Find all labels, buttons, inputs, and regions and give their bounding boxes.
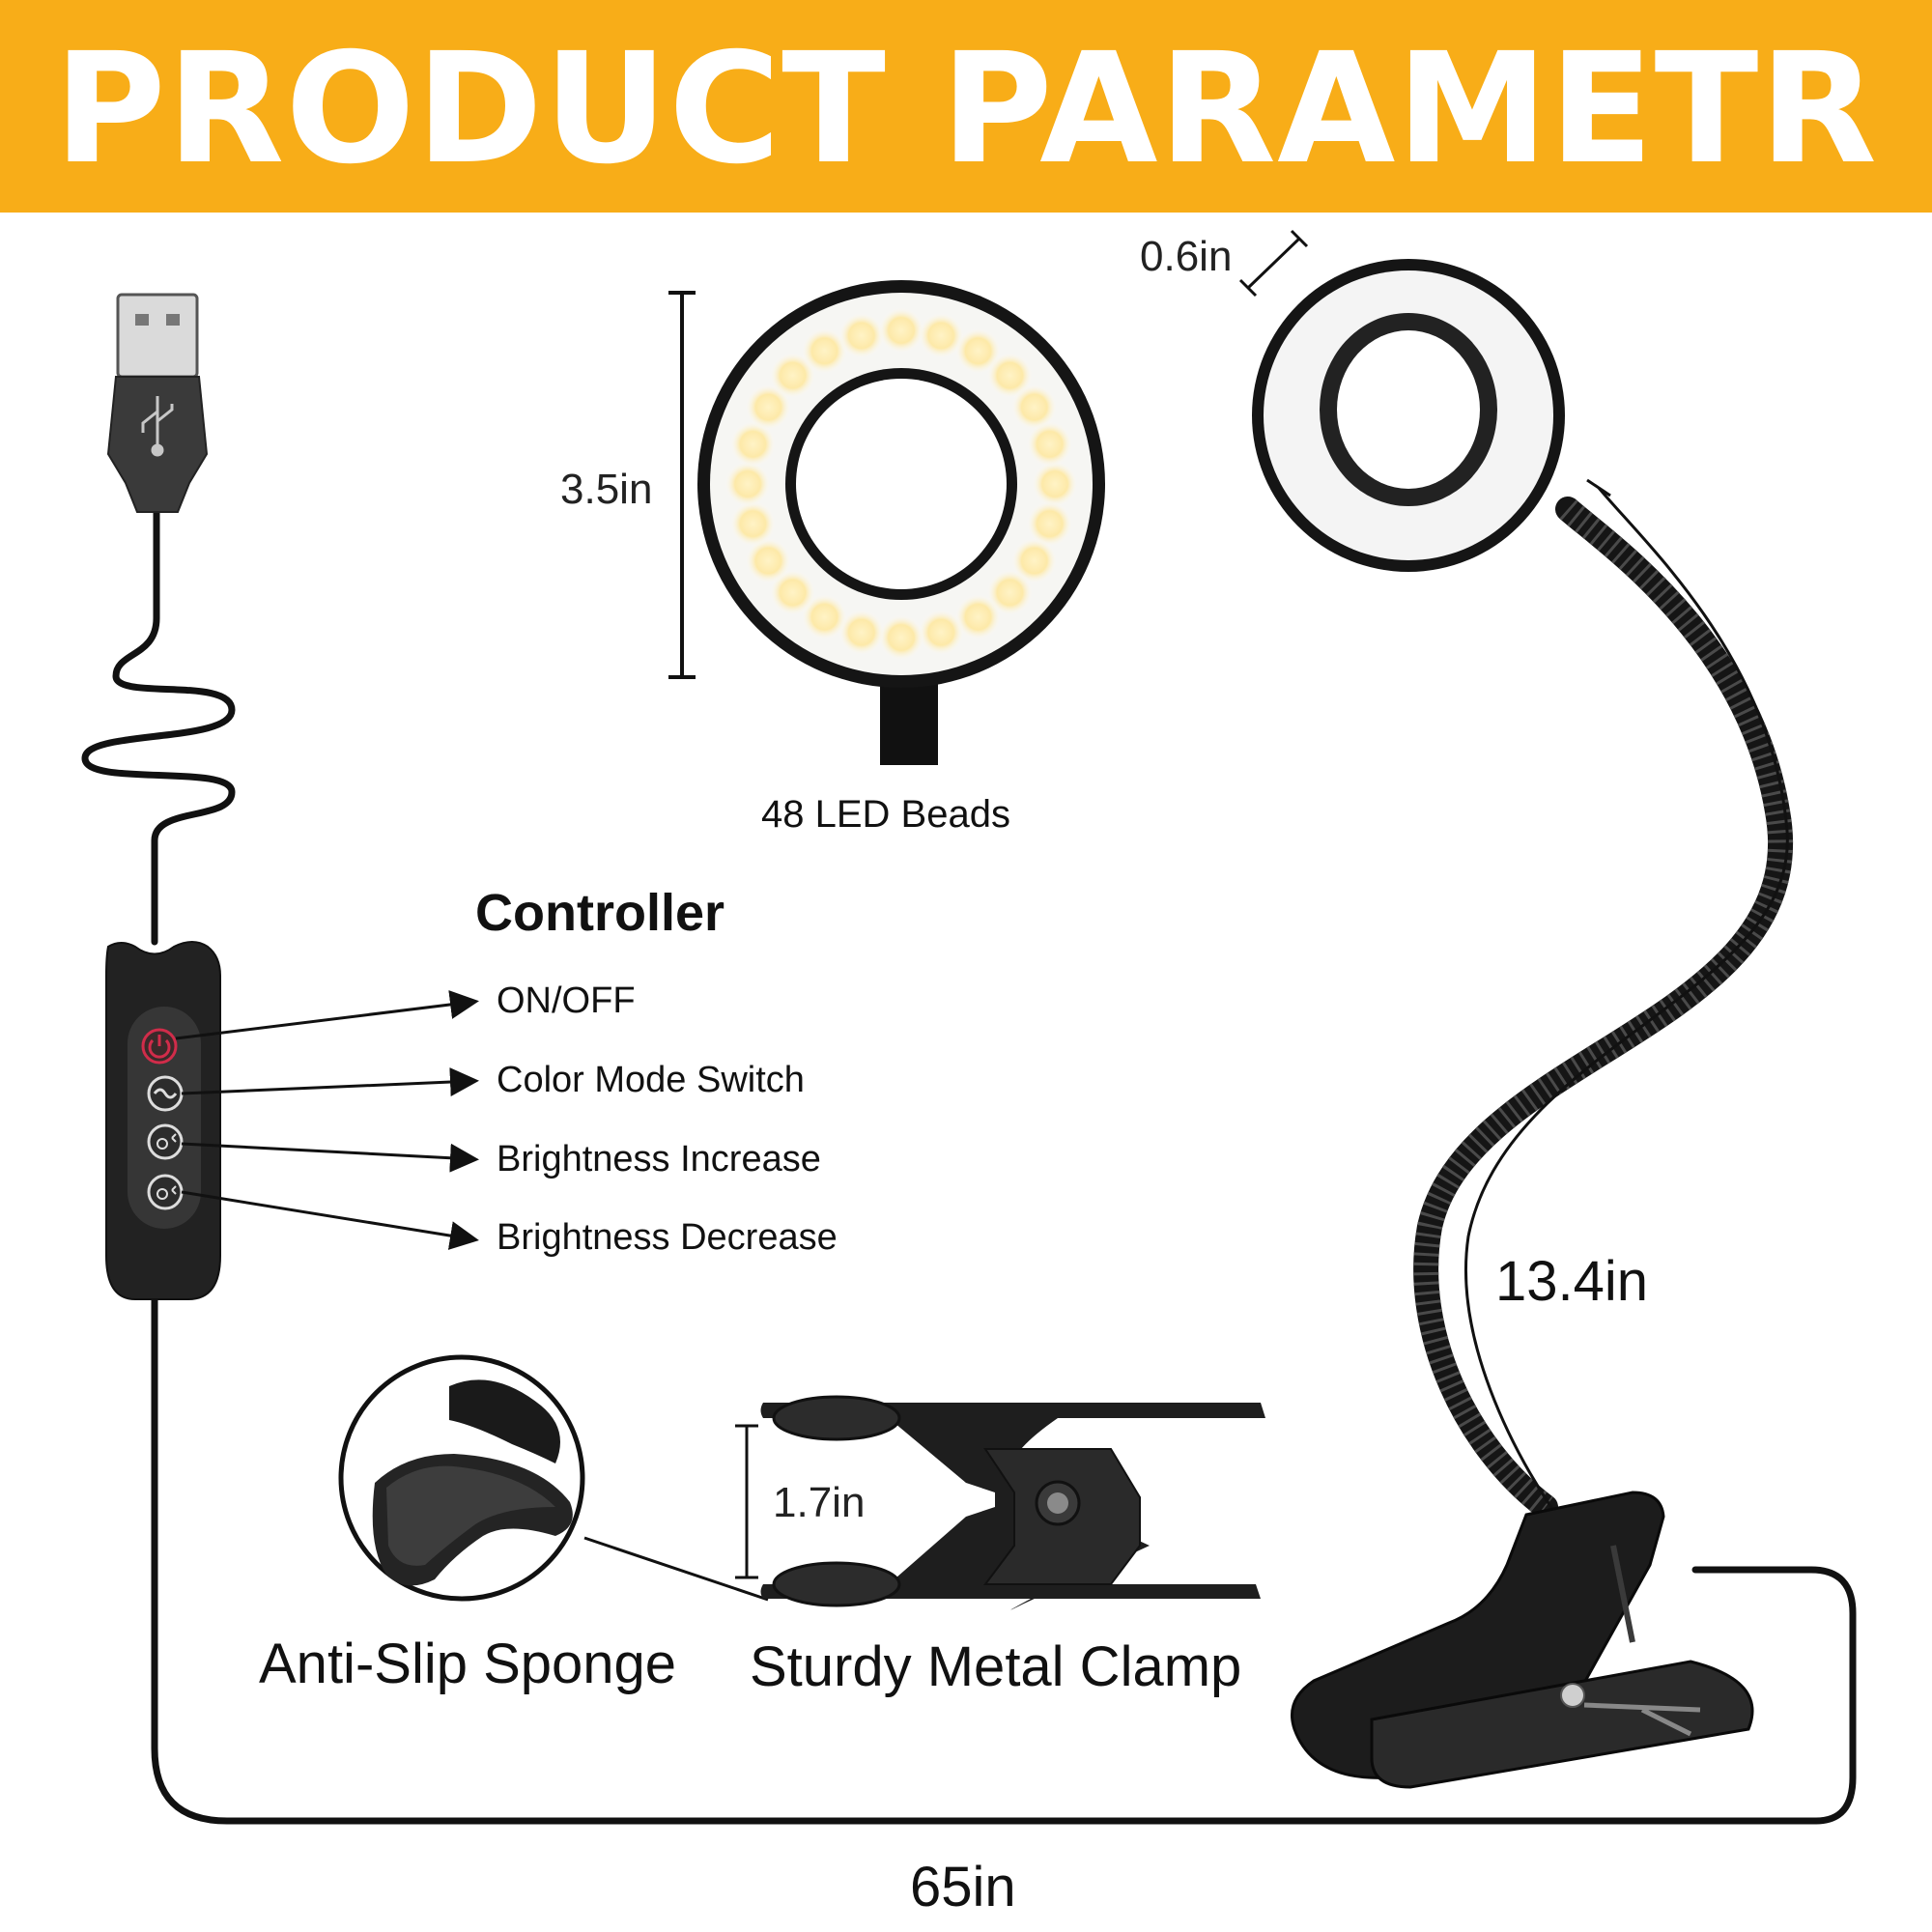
cable-length-label: 65in: [910, 1856, 1016, 1918]
led-bead: [954, 327, 1002, 375]
led-bead: [838, 609, 885, 656]
ring-thickness-label: 0.6in: [1140, 233, 1233, 280]
title-banner: PRODUCT PARAMETR: [0, 0, 1932, 213]
lamp-base-clamp: [1291, 1491, 1754, 1789]
led-bead: [1026, 500, 1073, 548]
banner-title: PRODUCT PARAMETR: [53, 20, 1879, 198]
led-bead: [769, 352, 816, 399]
led-beads-label: 48 LED Beads: [761, 793, 1010, 836]
controller-pointers: [175, 990, 479, 1250]
gooseneck-length-marker: [1464, 478, 1789, 1548]
led-bead: [918, 609, 965, 656]
led-bead: [801, 593, 848, 640]
sponge-label: Anti-Slip Sponge: [259, 1633, 677, 1695]
led-bead: [724, 461, 771, 507]
led-bead: [954, 593, 1002, 640]
lamp-ring-head: [1252, 259, 1565, 572]
usb-cable: [81, 503, 1857, 1825]
led-bead: [838, 312, 885, 359]
power-button-icon[interactable]: [141, 1028, 178, 1065]
led-bead: [986, 352, 1034, 399]
led-bead: [1026, 420, 1073, 468]
led-bead: [878, 307, 924, 354]
led-bead: [986, 569, 1034, 616]
usb-plug: [106, 293, 209, 513]
brightness-up-button-icon[interactable]: [147, 1123, 184, 1160]
brightness-down-button-icon[interactable]: [147, 1174, 184, 1210]
led-bead: [801, 327, 848, 375]
color-mode-button-icon[interactable]: [147, 1075, 184, 1112]
led-bead: [918, 312, 965, 359]
sturdy-metal-clamp: [760, 1395, 1265, 1610]
led-bead: [769, 569, 816, 616]
ring-height-marker: [668, 291, 696, 679]
led-bead: [1010, 537, 1058, 584]
led-bead: [1010, 384, 1058, 431]
led-bead: [745, 384, 792, 431]
ring-diameter-label: 3.5in: [560, 466, 653, 513]
controller-label-brightness-down: Brightness Decrease: [497, 1217, 838, 1258]
controller-label-color-mode: Color Mode Switch: [497, 1060, 805, 1100]
usb-icon: [141, 396, 174, 457]
controller-label-brightness-up: Brightness Increase: [497, 1139, 821, 1179]
clamp-opening-label: 1.7in: [773, 1479, 866, 1526]
gooseneck-length-label: 13.4in: [1495, 1250, 1649, 1313]
clamp-opening-marker: [735, 1424, 758, 1579]
led-bead: [1032, 461, 1078, 507]
clamp-label: Sturdy Metal Clamp: [750, 1635, 1242, 1698]
led-bead: [878, 614, 924, 661]
ring-thickness-marker: [1238, 229, 1309, 298]
led-bead: [729, 420, 777, 468]
sponge-detail-circle: [338, 1354, 769, 1602]
led-bead: [745, 537, 792, 584]
controller-body: [105, 941, 221, 1300]
controller-label-power: ON/OFF: [497, 980, 636, 1021]
lamp-gooseneck: [1413, 497, 1793, 1520]
controller-title: Controller: [475, 884, 725, 942]
led-beads: [724, 307, 1078, 661]
led-bead: [729, 500, 777, 548]
